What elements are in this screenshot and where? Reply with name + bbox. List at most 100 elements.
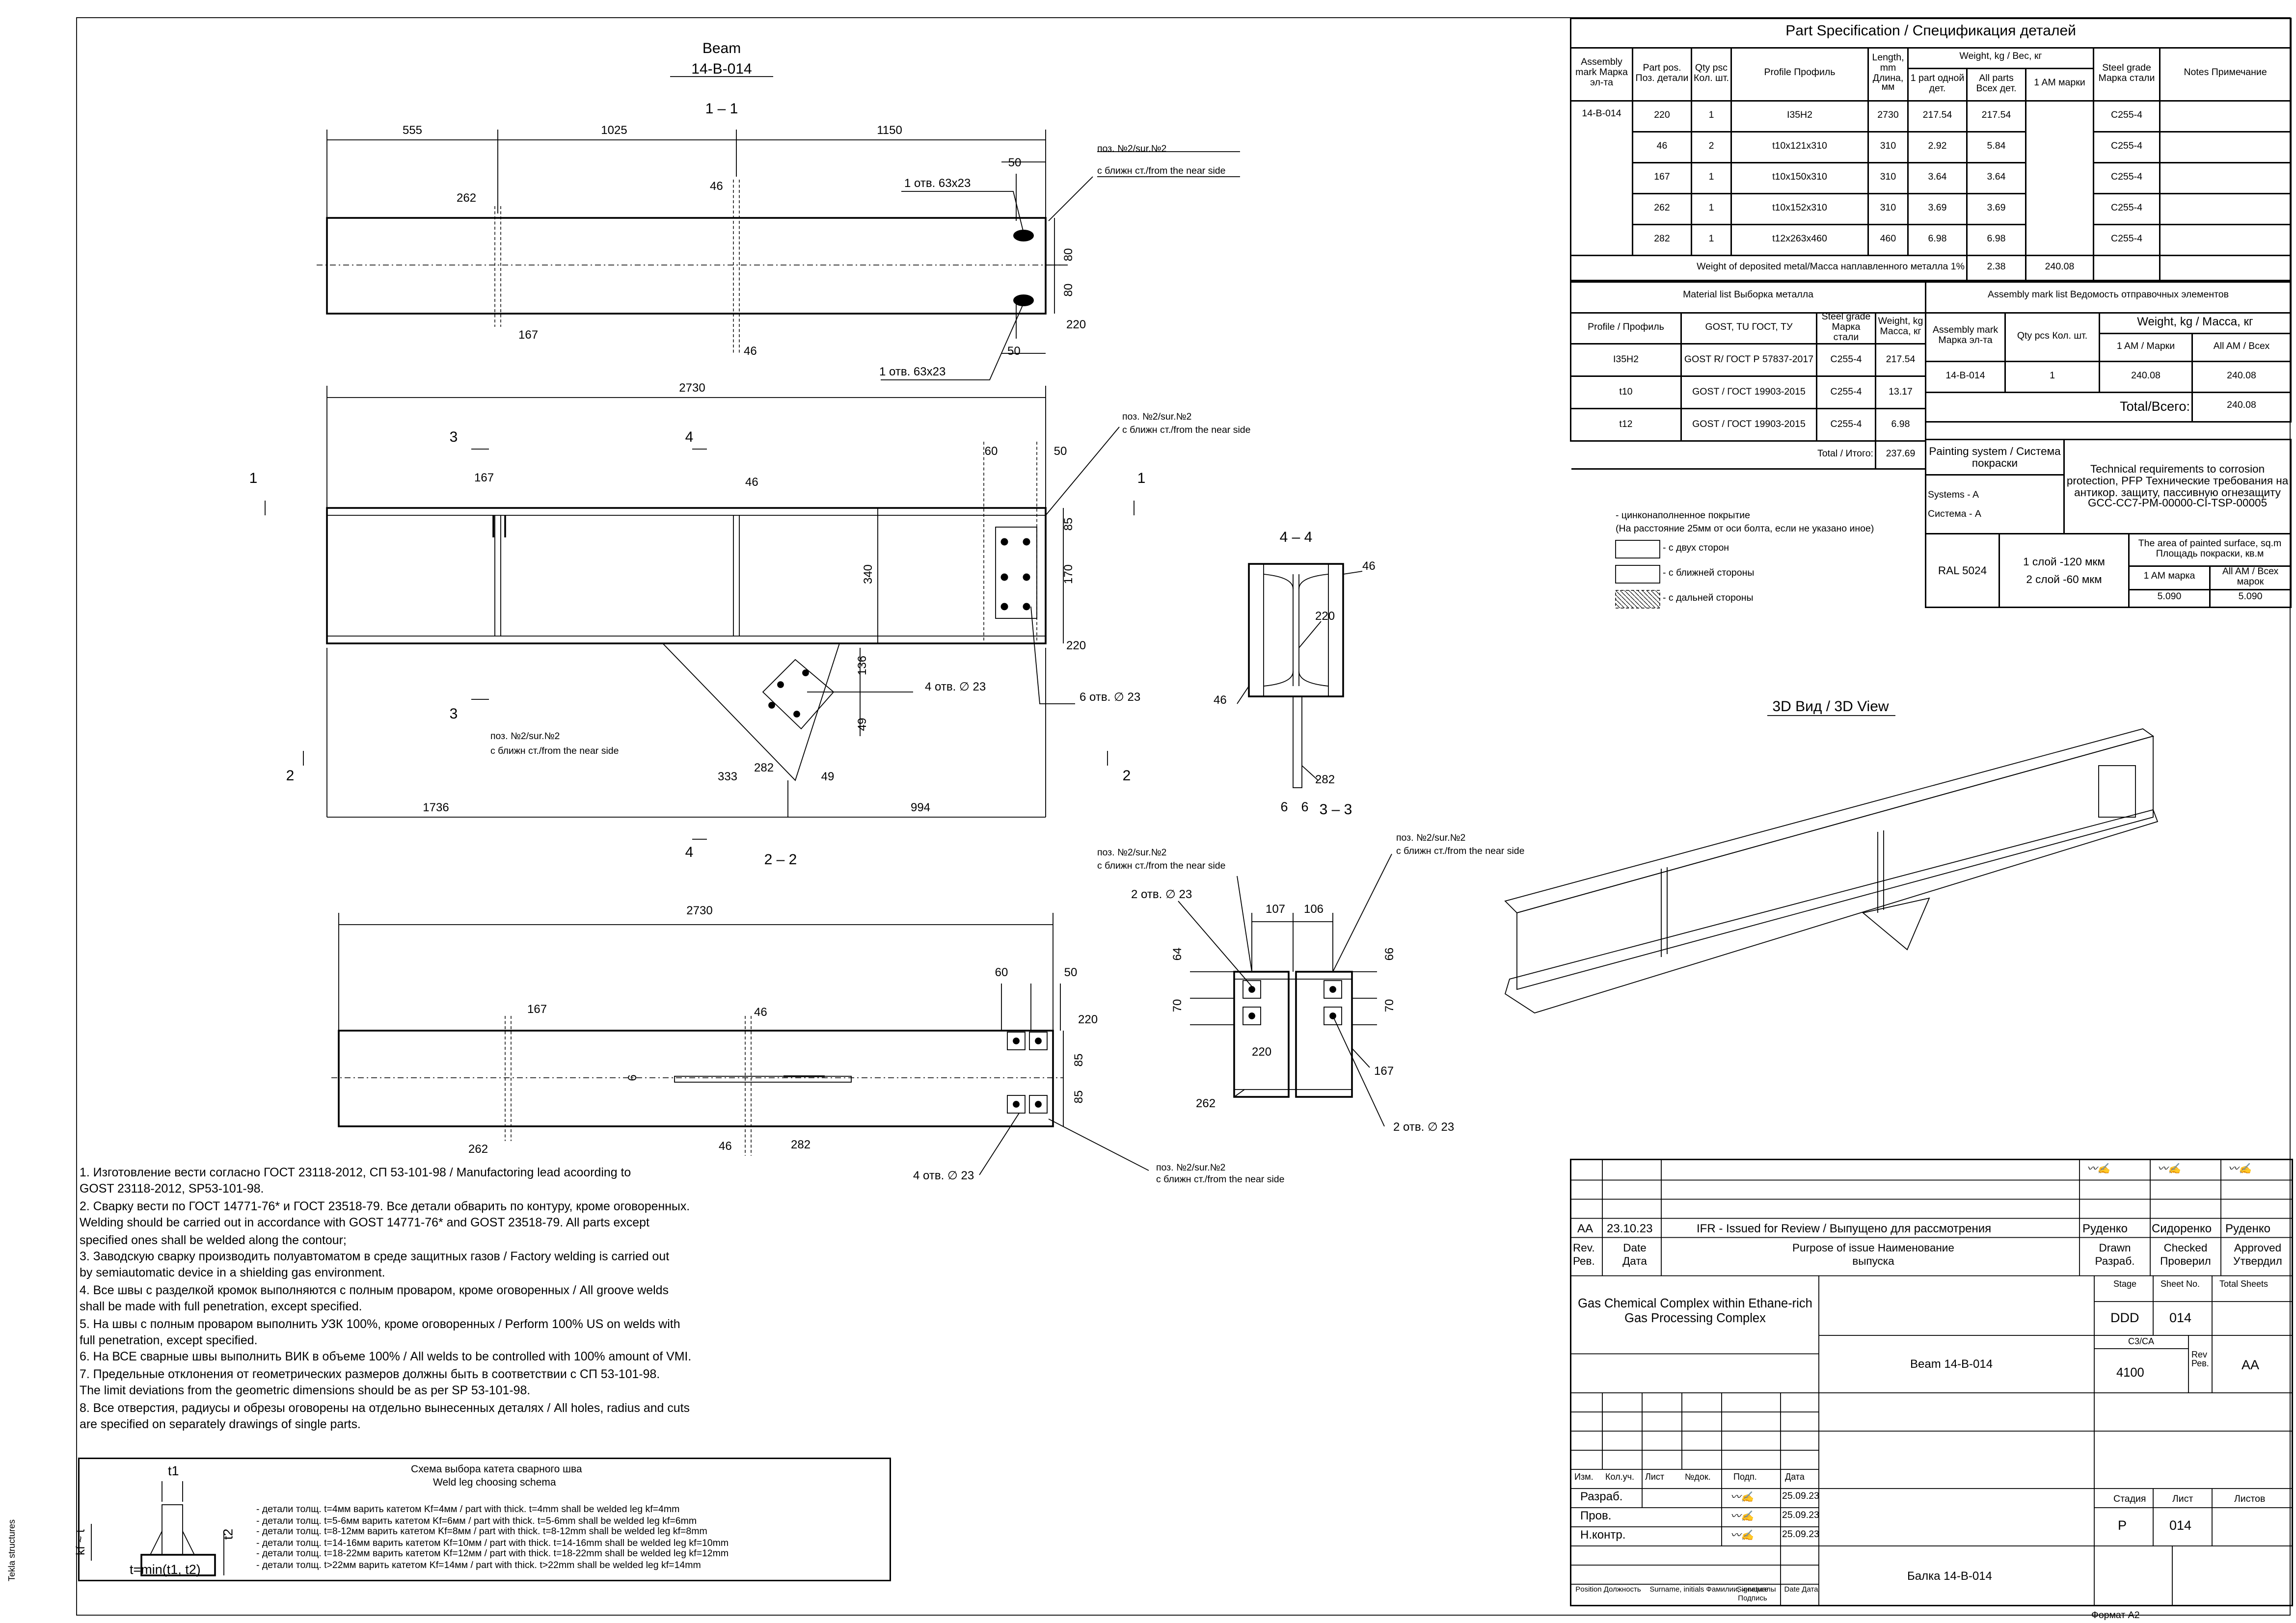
- drawing-label: 6 отв. ∅ 23: [1080, 691, 1140, 704]
- drawing-label: 6: [1280, 799, 1288, 814]
- drawing-label: 3 – 3: [1320, 801, 1352, 818]
- material-cell: GOST / ГОСТ 19903-2015: [1680, 376, 1817, 410]
- drawing-label: 262: [468, 1143, 488, 1156]
- spec-length: 310: [1867, 193, 1909, 225]
- spec-w1: 6.98: [1907, 224, 1968, 256]
- spec-qty: 1: [1691, 162, 1732, 194]
- col-header: Notes Примечание: [2159, 47, 2292, 102]
- drawing-label: 4: [685, 429, 694, 445]
- drawing-label: 80: [1062, 284, 1075, 297]
- spec-steel: C255-4: [2093, 131, 2161, 163]
- painting-sistema: Система - A: [1928, 508, 1981, 519]
- spec-wall: 6.98: [1966, 224, 2026, 256]
- drawing-label: 994: [911, 801, 930, 814]
- material-cell: 13.17: [1874, 376, 1927, 410]
- signatory-role: Разраб.: [1580, 1490, 1623, 1503]
- spec-steel: C255-4: [2093, 224, 2161, 256]
- rev-value: AA: [1577, 1222, 1594, 1235]
- spec-wall: 3.64: [1966, 162, 2026, 194]
- note-line: are specified on separately drawings of …: [80, 1416, 361, 1432]
- title-block-grid: [1571, 1160, 2292, 1605]
- title-block: 〰✍ 〰✍ 〰✍ AA 23.10.23 IFR - Issued for Re…: [1570, 1159, 2293, 1606]
- drawing-label: 50: [1054, 445, 1067, 458]
- spec-pos: 46: [1632, 131, 1692, 163]
- signatory-role: Пров.: [1580, 1509, 1612, 1522]
- material-cell: I35H2: [1570, 344, 1682, 378]
- drawing-label: с ближн ст./from the near side: [1097, 165, 1225, 176]
- drawing-label: 282: [791, 1138, 810, 1151]
- note-line: shall be made with full penetration, exc…: [80, 1299, 362, 1314]
- spec-wall: 5.84: [1966, 131, 2026, 163]
- material-cell: t10: [1570, 376, 1682, 410]
- spec-qty: 1: [1691, 193, 1732, 225]
- drawing-label: 2: [286, 768, 295, 784]
- drawing-label: 4: [685, 844, 694, 860]
- legend-swatch-near-side: [1615, 565, 1660, 584]
- col-header: Assembly mark Марка эл-та: [1925, 312, 2006, 362]
- weld-rule: - детали толщ. t=8-12мм варить катетом K…: [256, 1527, 707, 1538]
- painting-systems: Systems - A: [1928, 489, 1979, 500]
- col-header: Profile Профиль: [1730, 47, 1869, 102]
- drawing-label: 1: [249, 470, 258, 486]
- legend-item: - с дальней стороны: [1663, 593, 1754, 604]
- drawing-label: 167: [1374, 1064, 1394, 1078]
- drawing-label: 46: [710, 180, 723, 193]
- material-cell: C255-4: [1816, 408, 1876, 443]
- spec-w1: 3.64: [1907, 162, 1968, 194]
- am-total: 240.08: [2025, 255, 2094, 283]
- drawing-label: 64: [1171, 948, 1184, 961]
- col-header: Assembly mark Марка эл-та: [1570, 47, 1633, 102]
- note-line: The limit deviations from the geometric …: [80, 1383, 531, 1398]
- weld-rule: - детали толщ. t=5-6мм варить катетом Kf…: [256, 1516, 697, 1526]
- area-title: The area of painted surface, sq.m Площад…: [2128, 533, 2292, 567]
- list-header: Лист: [2172, 1494, 2193, 1505]
- drawing-label: 49: [856, 718, 869, 731]
- change-col-header: №док.: [1685, 1474, 1711, 1483]
- list-value: 014: [2169, 1518, 2192, 1533]
- col-header: Weight, kg / Масса, кг: [2099, 312, 2292, 334]
- rev-header: Rev Рев.: [2191, 1352, 2209, 1369]
- drawing-title-ru: Балка 14-B-014: [1907, 1570, 1992, 1583]
- header-approved: Approved Утвердил: [2233, 1241, 2282, 1268]
- spec-am-cell: [2025, 100, 2094, 256]
- drawing-label: 167: [474, 471, 494, 484]
- drawing-label: 2: [1123, 768, 1131, 784]
- rev-date: 23.10.23: [1607, 1222, 1653, 1235]
- assembly-weight-one: 240.08: [2099, 361, 2193, 393]
- layer-1: 1 слой -120 мкм: [2023, 554, 2105, 568]
- approved-by: Руденко: [2225, 1222, 2270, 1235]
- drawing-label: 262: [1196, 1097, 1216, 1110]
- legend-item: - с ближней стороны: [1663, 568, 1755, 579]
- section-3-3: [1178, 853, 1392, 1127]
- spec-length: 460: [1867, 224, 1909, 256]
- drawing-label: 46: [719, 1140, 732, 1153]
- sheet-frame: [76, 17, 2291, 1616]
- spec-steel: C255-4: [2093, 100, 2161, 133]
- note-line: specified ones shall be welded along the…: [80, 1231, 347, 1247]
- section-4-4: [1237, 563, 1363, 788]
- drawing-label: поз. №2/sur.№2: [490, 731, 560, 742]
- sheet-header: Sheet No.: [2161, 1281, 2200, 1290]
- footer-label: Date Дата: [1784, 1586, 1818, 1595]
- view-1-1-top: [317, 76, 1240, 380]
- drawing-label: 4 – 4: [1280, 529, 1313, 545]
- spec-qty: 1: [1691, 100, 1732, 133]
- drawing-label: 3: [450, 706, 458, 722]
- drawing-label: 1736: [423, 801, 449, 814]
- spec-length: 310: [1867, 162, 1909, 194]
- weld-leg-schema: Схема выбора катета сварного шва Weld le…: [74, 1458, 891, 1581]
- drawing-label: 50: [1007, 345, 1021, 358]
- spec-profile: t12x263x460: [1730, 224, 1869, 256]
- col-header: Part pos. Поз. детали: [1632, 47, 1692, 102]
- signature-approved: 〰✍: [2228, 1163, 2252, 1175]
- cs-value: 4100: [2116, 1365, 2144, 1380]
- sheet-number: 014: [2169, 1310, 2192, 1325]
- weld-t1-label: t1: [168, 1463, 179, 1478]
- view-2-2-bottom: [331, 913, 1149, 1175]
- view-elevation: [265, 386, 1134, 840]
- drawing-label: 1 – 1: [705, 101, 738, 117]
- drawing-label: 46: [744, 345, 757, 358]
- area-one: 5.090: [2128, 589, 2211, 608]
